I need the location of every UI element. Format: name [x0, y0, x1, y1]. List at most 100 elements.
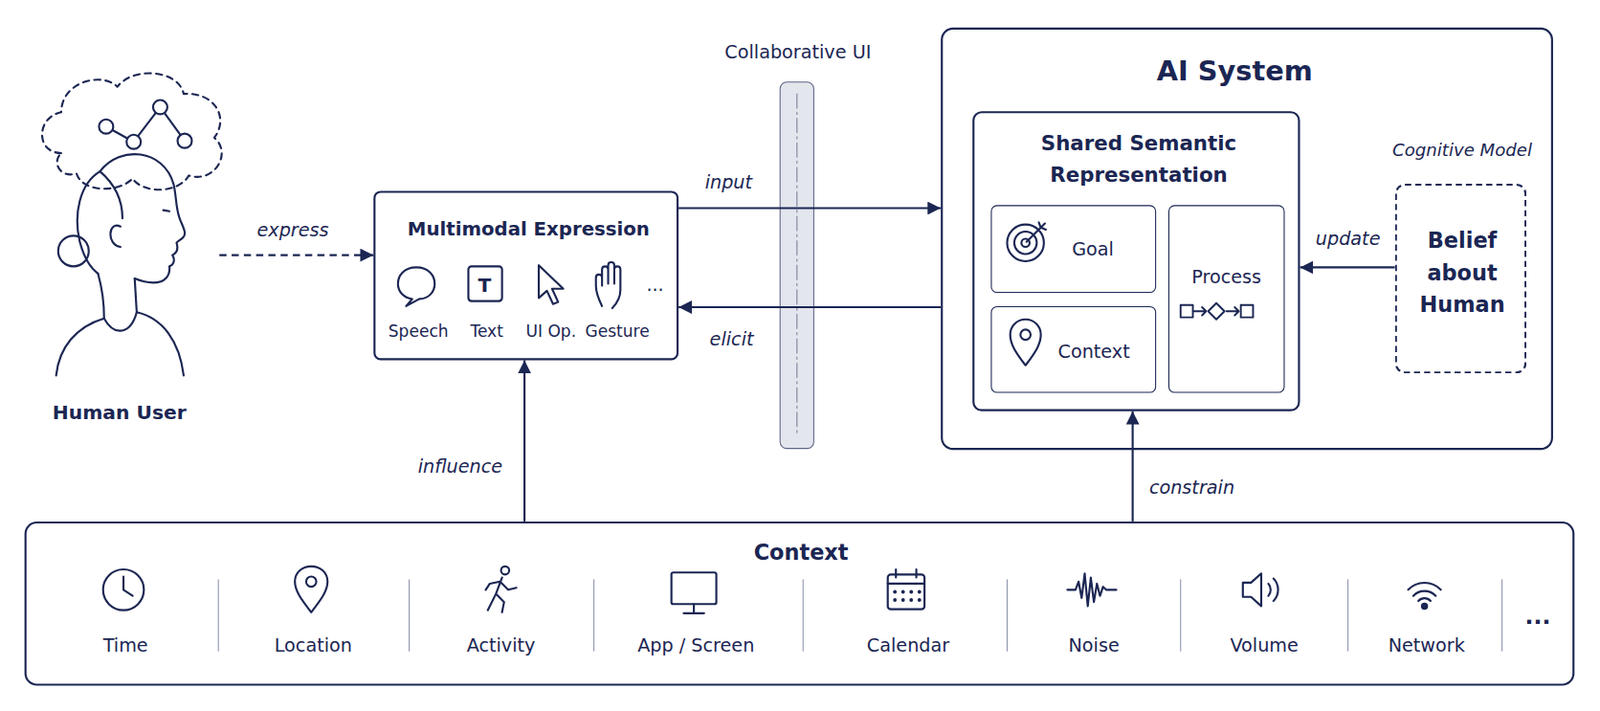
context-separators: [218, 579, 1502, 652]
target-ring: [1021, 239, 1030, 248]
node-box: AI SystemShared Semantic RepresentationG…: [940, 27, 1554, 450]
calendar-dot: [917, 590, 922, 595]
node-heading: Goal: [1057, 238, 1130, 261]
process-icon: [1180, 303, 1254, 320]
node-heading: Context: [1047, 340, 1140, 363]
node-label: App / Screen: [619, 633, 773, 656]
node-heading: Context: [719, 540, 884, 567]
actor: Human User: [30, 61, 220, 429]
target-ring: [1006, 224, 1044, 262]
separator: [1347, 579, 1349, 652]
calendar-dot: [917, 598, 922, 602]
network-dot: [177, 133, 193, 149]
node-label: UI Op.: [517, 321, 585, 341]
cloud-outline: [42, 73, 223, 191]
node-heading: Human User: [27, 400, 212, 424]
node-label: Gesture: [579, 321, 656, 341]
speech-icon: [398, 266, 435, 307]
node-label: ...: [1517, 603, 1559, 631]
node-box: Context: [990, 306, 1156, 394]
flow-arrow: [678, 306, 941, 309]
network-dot: [153, 100, 168, 115]
node-label: Activity: [449, 633, 553, 656]
calendar-dot: [892, 598, 897, 602]
wifi-icon: [1408, 582, 1442, 601]
context-pin-icon: [1010, 319, 1042, 366]
calendar-dot: [901, 590, 906, 595]
volume-icon: [1243, 573, 1262, 606]
wifi-dot: [1422, 603, 1427, 609]
ui-center-line: [796, 93, 798, 437]
node-heading: Shared Semantic Representation: [1016, 127, 1262, 191]
node-label: Network: [1370, 633, 1483, 656]
runner-body: [486, 577, 517, 613]
hair-back: [77, 171, 101, 274]
separator: [218, 579, 220, 652]
flow-arrow: [1300, 266, 1396, 268]
node-label: Text: [456, 321, 518, 341]
face-profile: [100, 154, 186, 283]
volume-waves: [1267, 578, 1278, 601]
calendar-icon: [888, 574, 925, 609]
context-icons: [103, 566, 1442, 614]
node-heading: Multimodal Expression: [380, 218, 677, 242]
node-box: Collaborative UI: [779, 81, 815, 449]
flow-arrow: [678, 206, 941, 209]
node-box: ContextTime Location Activity App / Screen C…: [24, 521, 1576, 687]
process-arrow: [1194, 307, 1207, 316]
flow-arrow: [523, 359, 526, 521]
text-icon: [467, 266, 502, 301]
network-dot: [126, 134, 141, 150]
flow-arrow: [1132, 411, 1134, 522]
pin-hole: [1020, 329, 1031, 340]
target-dart: [1026, 222, 1046, 242]
monitor-icon: [671, 572, 717, 604]
edge-label: update: [1315, 227, 1381, 249]
hair-bun: [58, 235, 89, 267]
collar: [104, 311, 137, 331]
node-label: Location: [257, 633, 370, 656]
flow-arrow: [219, 254, 374, 257]
eye: [163, 210, 170, 212]
process-step: [1180, 305, 1194, 318]
edge-label: express: [257, 219, 330, 241]
node-label: Volume: [1213, 633, 1316, 656]
separator: [1006, 579, 1008, 652]
node-label: Calendar: [851, 633, 964, 656]
node-heading: Collaborative UI: [686, 41, 912, 64]
process-step: [1241, 305, 1254, 318]
noise-icon: [1066, 573, 1116, 606]
target-ring: [1014, 231, 1037, 254]
edge-label: input: [705, 171, 753, 193]
hair-strand: [100, 171, 123, 219]
clock-icon: [103, 569, 145, 611]
separator: [802, 579, 804, 652]
calendar-dot: [909, 598, 913, 602]
node-heading: AI System: [1081, 54, 1388, 89]
node-label: Belief about Human: [1411, 224, 1514, 322]
icon-letter: T: [478, 273, 492, 296]
separator: [1501, 579, 1503, 652]
calendar-dot: [901, 598, 906, 602]
node-box: Shared Semantic RepresentationGoalContex…: [972, 111, 1300, 412]
node-box: Multimodal ExpressionSpeechTextUI Op.Ges…: [373, 190, 679, 360]
process-diamond: [1208, 303, 1225, 320]
node-label: Noise: [1043, 633, 1146, 656]
cursor-icon: [538, 265, 564, 305]
edge-label: influence: [418, 455, 503, 477]
node-heading: Process: [1175, 265, 1278, 288]
node-label: Time: [74, 633, 178, 656]
runner-head: [501, 566, 511, 576]
calendar-dot: [892, 590, 897, 595]
goal-icon: [1006, 222, 1046, 262]
node-label: Speech: [380, 321, 457, 341]
clock-hands: [123, 576, 134, 596]
node-box: Process: [1168, 204, 1286, 393]
human-figure: [56, 154, 185, 376]
edge-label: elicit: [710, 328, 755, 350]
location-icon: [294, 566, 328, 613]
shoulders: [56, 311, 184, 376]
node-label: ...: [637, 273, 672, 296]
ear: [110, 225, 120, 247]
node-box: Cognitive ModelBelief about Human: [1395, 183, 1528, 374]
